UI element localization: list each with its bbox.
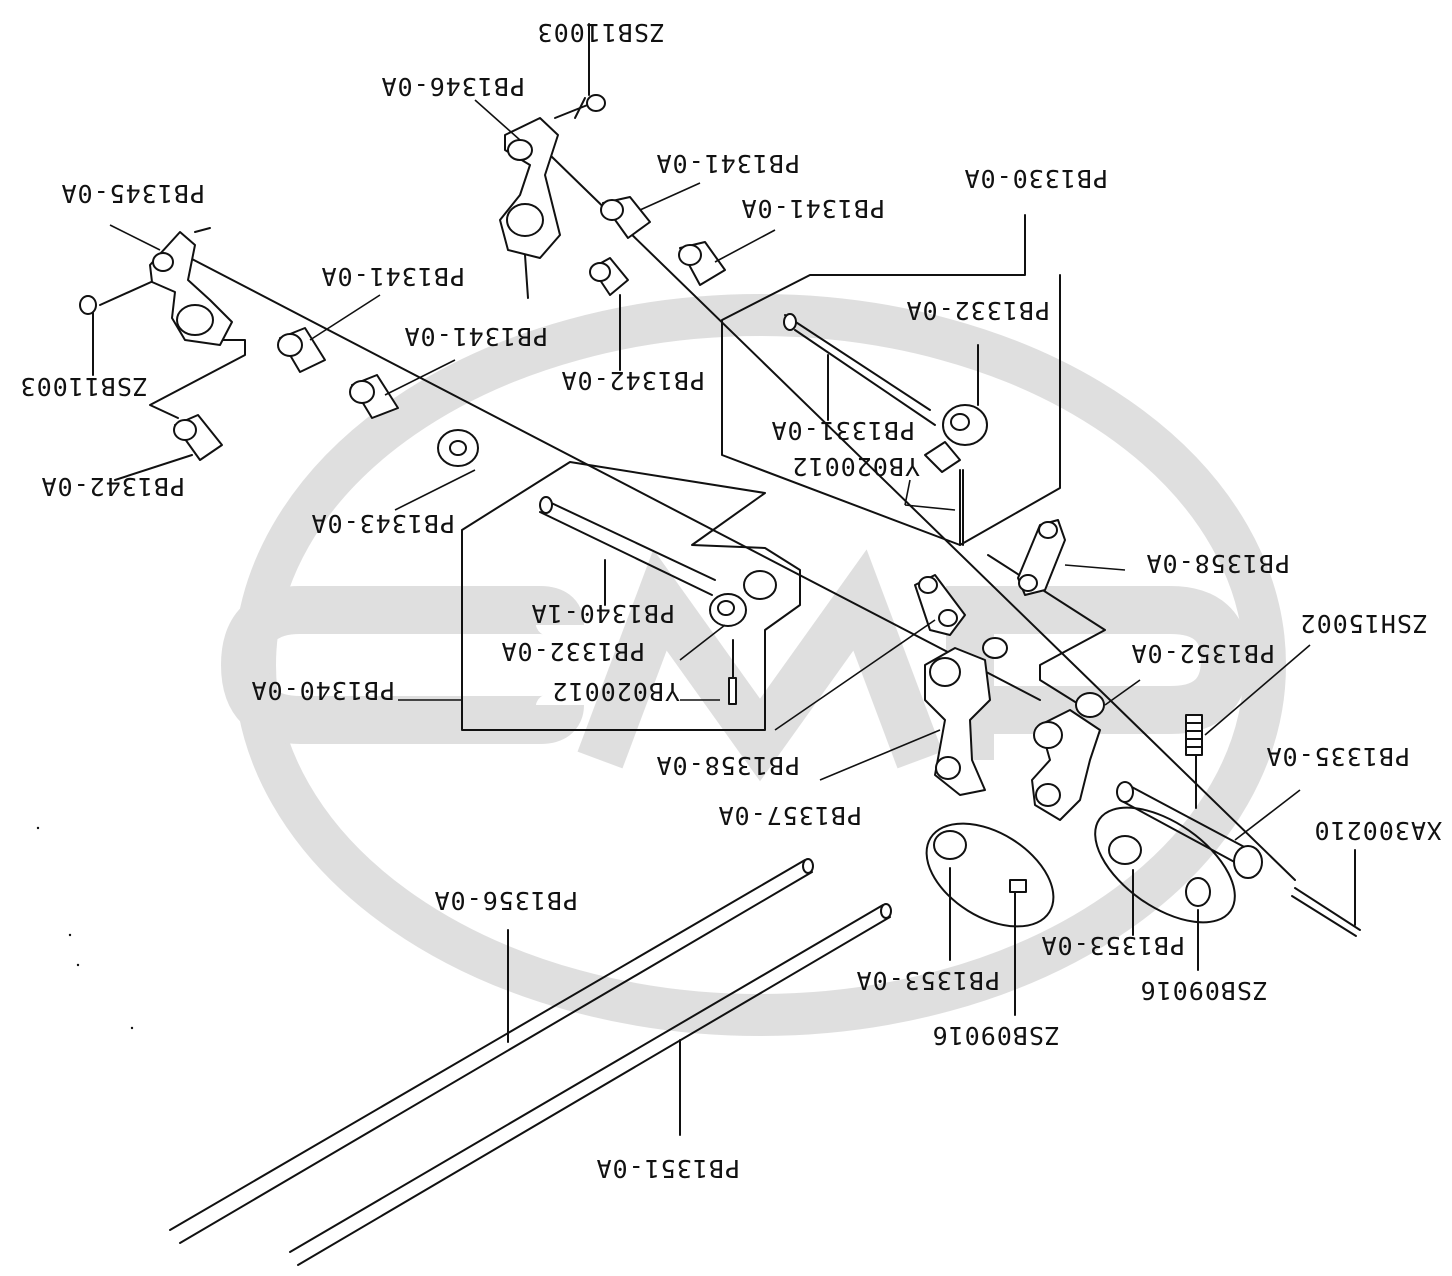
part-long-rod-pb1351 [289, 903, 892, 1266]
label-pb1341-a: PB1341-0A [656, 149, 800, 178]
label-pb1345: PB1345-0A [61, 179, 205, 208]
label-pb1331: PB1331-0A [771, 416, 915, 445]
label-pb1353-left: PB1353-0A [856, 966, 1000, 995]
part-crank-pb1332-mid [709, 570, 777, 705]
part-collar-pb1343 [437, 429, 479, 467]
leader-lines [109, 99, 1311, 841]
label-pb1332-top: PB1332-0A [906, 296, 1050, 325]
part-pin-xa300210 [1291, 849, 1361, 937]
part-crank-pb1332-top [924, 344, 988, 546]
label-pb1341-b: PB1341-0A [741, 194, 885, 223]
group-outline-pb1330 [721, 214, 1061, 546]
label-pb1330: PB1330-0A [964, 164, 1108, 193]
label-pb1356: PB1356-0A [434, 886, 578, 915]
part-spring-zsh15002 [1185, 714, 1203, 809]
group-ellipse-pb1353-right [1094, 806, 1236, 971]
label-pb1335: PB1335-0A [1266, 742, 1410, 771]
part-pb1346-lever [499, 117, 561, 299]
label-pb1341-d: PB1341-0A [404, 322, 548, 351]
label-pb1342-mid: PB1342-0A [561, 366, 705, 395]
group-ellipse-pb1353-left [925, 822, 1055, 1016]
part-pb1342-left [114, 414, 223, 481]
watermark-logo [220, 294, 1286, 1036]
part-long-rod-pb1356 [169, 858, 814, 1244]
label-zsb09016-left: ZSB09016 [932, 1021, 1060, 1050]
part-labels: ZSB11003 PB1346-0A PB1341-0A PB1341-0A P… [20, 18, 1442, 1183]
part-lever-pb1357 [924, 637, 1008, 796]
group-outline-zsb11003-left [149, 339, 246, 419]
assembly-axis-lines [99, 99, 1296, 881]
label-yb020012-top: YB020012 [792, 452, 920, 481]
label-pb1341-c: PB1341-0A [321, 262, 465, 291]
label-xa300210: XA300210 [1314, 816, 1442, 845]
label-pb1353-right: PB1353-0A [1041, 931, 1185, 960]
label-zsh15002: ZSH15002 [1300, 609, 1428, 638]
label-zsb09016-right: ZSB09016 [1140, 976, 1268, 1005]
part-link-pb1358-left [914, 574, 966, 636]
label-pb1358-left: PB1358-0A [656, 751, 800, 780]
label-pb1340-1a: PB1340-1A [531, 599, 675, 628]
label-pb1358-right: PB1358-0A [1146, 549, 1290, 578]
group-outline-pb1340 [461, 461, 801, 731]
label-pb1332-mid: PB1332-0A [501, 637, 645, 666]
label-pb1352: PB1352-0A [1131, 639, 1275, 668]
part-bushing-pb1341-a [600, 196, 651, 239]
label-pb1343: PB1343-0A [311, 509, 455, 538]
part-bushing-pb1341-b [678, 241, 726, 286]
part-shaft-pb1335 [1116, 781, 1263, 879]
label-pb1351: PB1351-0A [596, 1154, 740, 1183]
part-clamp-pb1352 [1031, 692, 1105, 821]
part-rod-pb1331 [783, 313, 936, 426]
label-yb020012-mid: YB020012 [552, 677, 680, 706]
part-pb1342-mid [589, 257, 629, 371]
part-bushing-pb1341-c [277, 327, 326, 373]
label-pb1340: PB1340-0A [251, 676, 395, 705]
part-pb1345-lever [149, 227, 233, 346]
label-zsb11003-top: ZSB11003 [537, 18, 665, 47]
part-screw-zsb11003-top [574, 23, 606, 119]
label-pb1346: PB1346-0A [381, 72, 525, 101]
group-outline-pb1358-right [987, 554, 1106, 706]
part-screw-zsb11003-left [79, 295, 97, 376]
part-rod-pb1340-1a [539, 496, 716, 606]
label-pb1357: PB1357-0A [718, 801, 862, 830]
scan-specks [36, 826, 134, 1030]
label-zsb11003-left: ZSB11003 [20, 372, 148, 401]
label-pb1342-left: PB1342-0A [41, 472, 185, 501]
part-link-pb1358-right [1017, 519, 1066, 596]
part-bushing-pb1341-d [349, 374, 399, 419]
